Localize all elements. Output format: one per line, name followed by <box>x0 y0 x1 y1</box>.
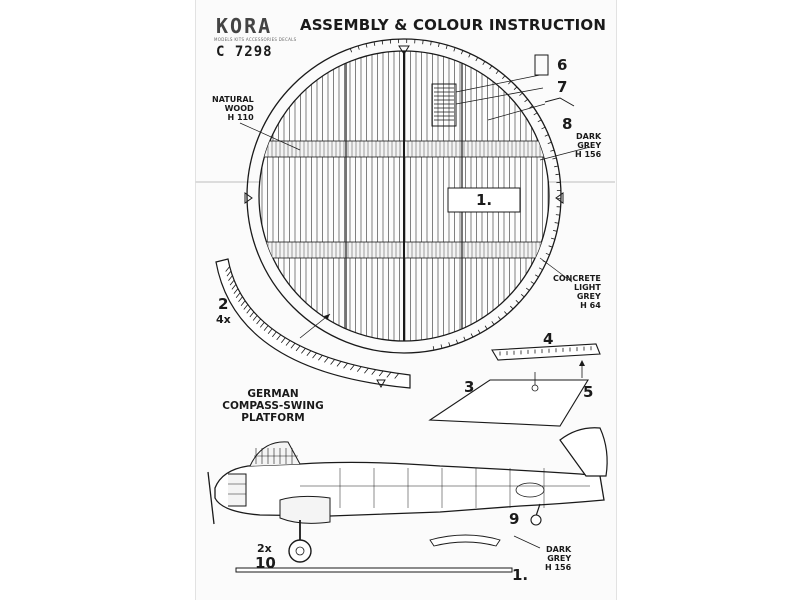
part-1-label-box <box>447 187 521 213</box>
part-number-3: 3 <box>464 378 475 396</box>
part-2-quantity: 4x <box>216 313 231 326</box>
part-number-10: 10 <box>255 554 276 572</box>
callout-line: GREY <box>547 554 572 563</box>
part-4-rail <box>491 343 601 361</box>
ground-platform-strip <box>235 567 513 573</box>
callout-line: WOOD <box>224 104 254 113</box>
caption-line: GERMAN <box>247 388 299 400</box>
callout-line: H 64 <box>580 301 601 310</box>
caption-line: COMPASS-SWING <box>222 400 324 412</box>
brand-logo: KORA <box>216 14 273 38</box>
part-4-rail-teeth <box>499 346 592 356</box>
callout-line: NATURAL <box>212 95 254 104</box>
callout-line: H 156 <box>575 150 602 159</box>
part-number-5: 5 <box>583 383 594 401</box>
aircraft-side-view <box>207 427 608 563</box>
part-number-9: 9 <box>509 510 520 528</box>
part-3-plate <box>428 379 589 427</box>
west-marker <box>244 192 253 204</box>
platform-caption: GERMAN COMPASS-SWING PLATFORM <box>203 388 343 424</box>
part-9-chocks <box>429 534 501 547</box>
brand-tagline: MODELS KITS ACCESSORIES DECALS <box>214 37 297 42</box>
part-number-1-bottom: 1. <box>512 566 529 584</box>
callout-line: H 110 <box>227 113 254 122</box>
outer-ring <box>246 38 562 354</box>
part-10-quantity: 2x <box>257 542 272 555</box>
callout-line: GREY <box>576 292 601 301</box>
callout-line: DARK <box>545 545 572 554</box>
part-number-4: 4 <box>543 330 554 348</box>
part-2-ring-segment <box>215 258 411 389</box>
callout-line: H 156 <box>545 563 572 572</box>
part-number-7: 7 <box>557 78 568 96</box>
product-code: C 7298 <box>216 44 273 60</box>
east-marker <box>555 192 564 204</box>
part-7-hatch-lines <box>434 87 454 121</box>
part-8 <box>544 97 575 107</box>
segment-marker <box>376 379 386 389</box>
callout-dark-grey-top: DARK GREY H 156 <box>575 132 601 159</box>
part-2-scale-ticks <box>225 266 400 379</box>
part-number-8: 8 <box>562 115 573 133</box>
callout-natural-wood: NATURAL WOOD H 110 <box>212 95 254 122</box>
callout-line: LIGHT <box>574 283 601 292</box>
north-marker <box>398 45 410 55</box>
part-7-hatch <box>431 83 457 127</box>
part-number-6: 6 <box>557 56 568 74</box>
callout-concrete: CONCRETE LIGHT GREY H 64 <box>553 274 601 310</box>
callout-dark-grey-bottom: DARK GREY H 156 <box>545 545 571 572</box>
part-number-2: 2 <box>218 295 229 313</box>
part-6 <box>534 54 549 76</box>
callout-line: CONCRETE <box>553 274 601 283</box>
page-title: ASSEMBLY & COLOUR INSTRUCTION <box>300 16 607 34</box>
part-number-1: 1. <box>476 191 493 209</box>
callout-line: DARK <box>575 132 602 141</box>
caption-line: PLATFORM <box>241 412 305 424</box>
callout-line: GREY <box>577 141 602 150</box>
